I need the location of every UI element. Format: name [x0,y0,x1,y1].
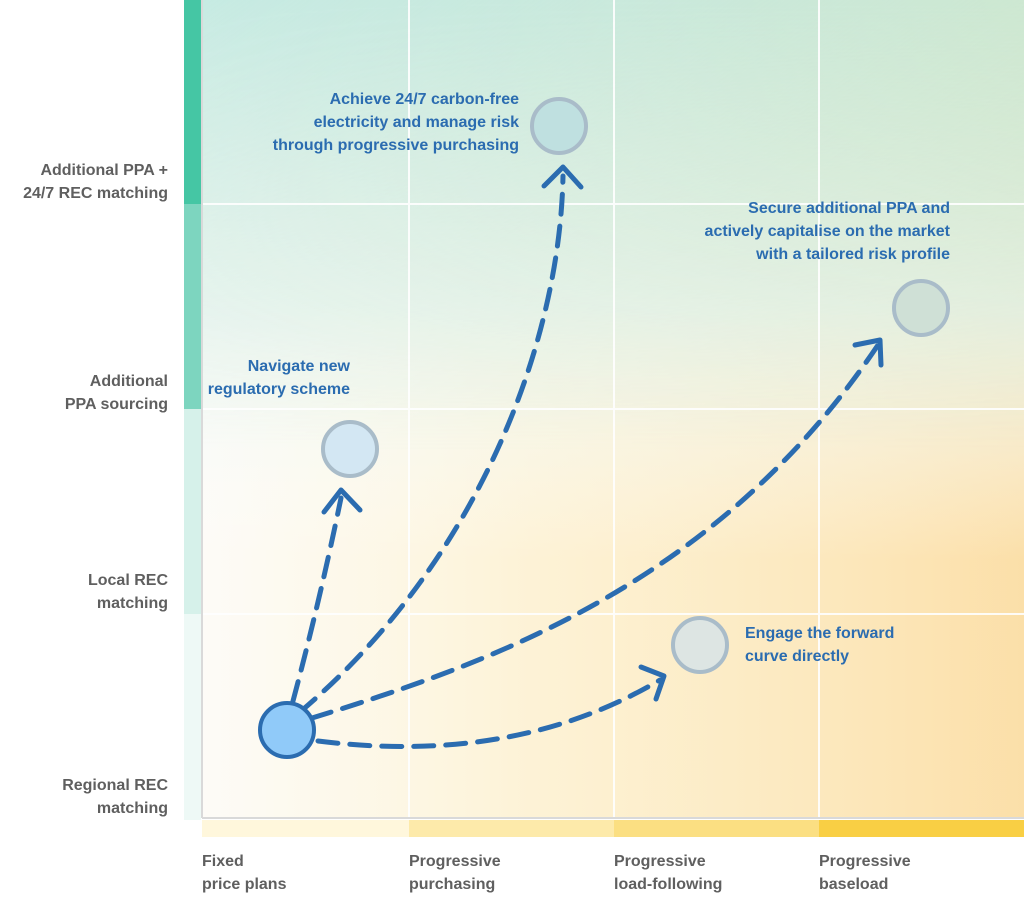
target-circle-forward-curve [671,616,729,674]
arrow-to-additional-ppa [309,342,881,721]
target-circle-carbon-free [530,97,588,155]
target-circle-additional-ppa [892,279,950,337]
arrow-to-forward-curve [315,677,663,750]
arrow-to-carbon-free [297,173,566,715]
y-band-segment-1 [184,614,201,820]
y-axis-band [184,0,201,820]
target-circle-regulatory [321,420,379,478]
y-band-segment-4 [184,0,201,204]
annotation-forward-curve: Engage the forward curve directly [745,625,895,665]
x-band-segment-1 [202,820,409,837]
x-band-segment-4 [819,820,1024,837]
grid [202,0,1024,818]
x-label-progressive-load-following: Progressive load-following [614,853,723,893]
y-band-segment-2 [184,409,201,614]
targets [321,97,950,674]
arrows [290,164,884,750]
y-label-additional-ppa-247: Additional PPA + 24/7 REC matching [23,162,168,202]
x-band-segment-3 [614,820,819,837]
annotation-carbon-free: Achieve 24/7 carbon-free electricity and… [272,91,519,154]
arrow-to-regulatory [290,495,344,704]
y-band-segment-3 [184,204,201,409]
annotation-additional-ppa: Secure additional PPA and actively capit… [704,200,950,263]
y-label-regional-rec: Regional REC matching [62,777,168,817]
arrowhead-forward-curve [638,664,667,702]
x-axis-band [202,820,1024,837]
arrowhead-regulatory [321,487,363,515]
y-label-additional-ppa: Additional PPA sourcing [64,373,168,413]
origin-circle [258,701,316,759]
x-label-progressive-purchasing: Progressive purchasing [409,853,501,893]
annotation-regulatory: Navigate new regulatory scheme [207,358,350,398]
y-label-local-rec: Local REC matching [87,572,168,612]
arrowhead-carbon-free [541,164,584,190]
axes [201,0,1024,819]
arrowhead-additional-ppa [852,337,884,368]
x-label-fixed-price: Fixed price plans [202,853,287,893]
x-band-segment-2 [409,820,614,837]
x-label-progressive-baseload: Progressive baseload [819,853,911,893]
